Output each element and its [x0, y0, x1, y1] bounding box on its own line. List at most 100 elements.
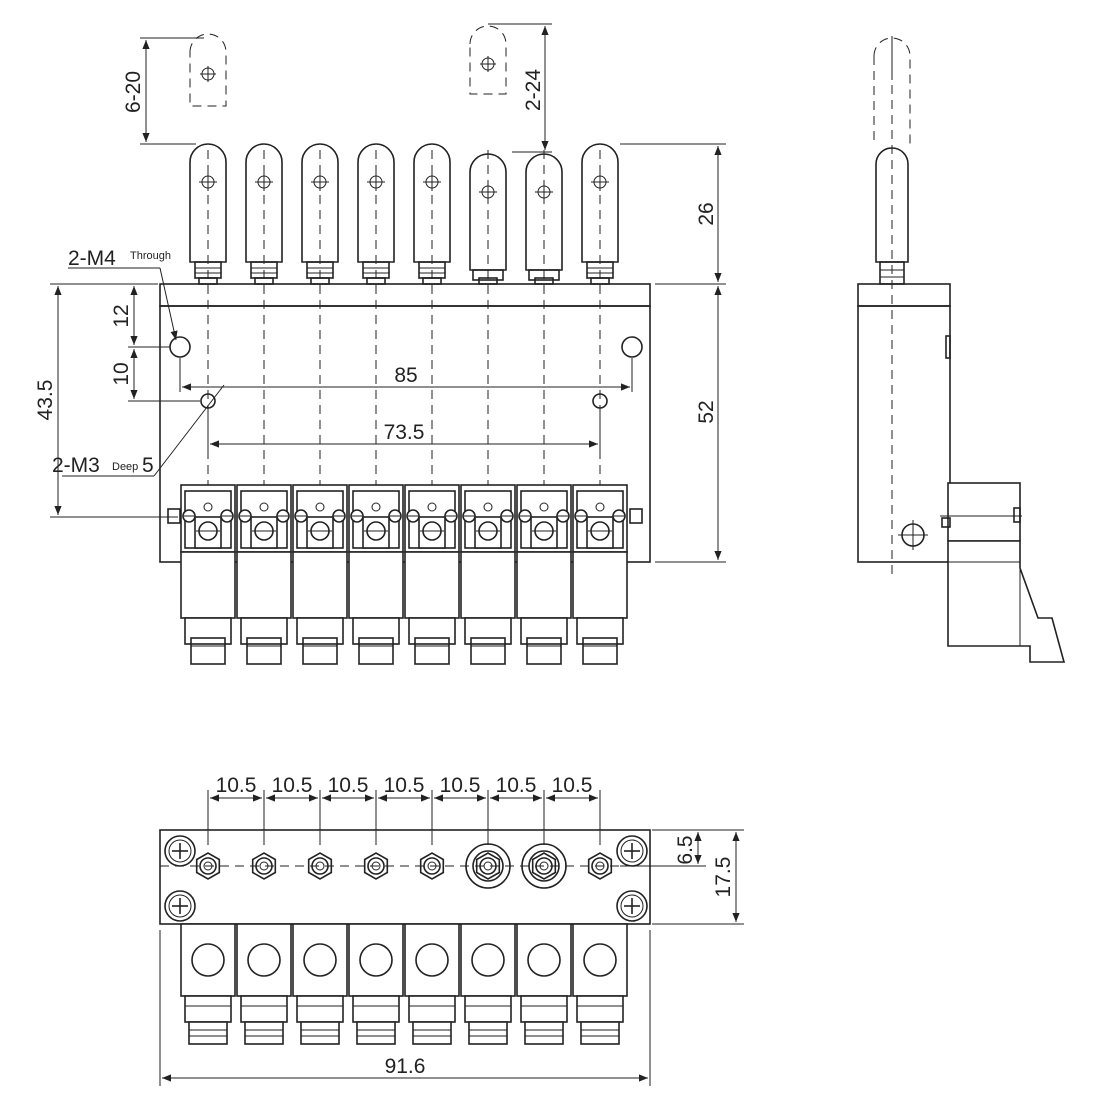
plan-valve-body	[236, 923, 292, 997]
side-stub-right	[629, 508, 643, 524]
side-tab	[945, 335, 951, 359]
valve-connector	[520, 617, 568, 645]
plan-valve-body	[180, 923, 236, 997]
label-52: 52	[695, 400, 718, 423]
valve-module-2	[236, 484, 292, 665]
plan-valve-6	[460, 923, 516, 1045]
label-73-5: 73.5	[384, 421, 425, 444]
dimension-85: 85	[179, 358, 633, 392]
label-pitch-3: 10.5	[328, 774, 369, 797]
label-m3: 2-M3	[52, 454, 100, 477]
valve-connector	[408, 617, 456, 645]
plan-valve-7	[516, 923, 572, 1045]
label-12: 12	[110, 304, 133, 327]
valve-body	[572, 551, 628, 619]
centerlines	[207, 150, 601, 560]
label-pitch-6: 10.5	[496, 774, 537, 797]
label-2-24: 2-24	[522, 69, 545, 111]
label-m4-through: Through	[130, 250, 171, 262]
dimension-43-5: 43.5	[34, 283, 178, 518]
valve-body	[180, 551, 236, 619]
valve-connector	[240, 617, 288, 645]
valve-module-8	[572, 484, 628, 665]
side-body	[857, 305, 951, 563]
label-pitch-5: 10.5	[440, 774, 481, 797]
plan-valve-body	[292, 923, 348, 997]
dimension-6-20: 6-20	[122, 37, 204, 145]
callout-m4: 2-M4 Through	[68, 247, 178, 341]
valve-module-3	[292, 484, 348, 665]
dimension-26: 26	[620, 143, 726, 285]
plan-valve-5	[404, 923, 460, 1045]
plan-valve-body	[404, 923, 460, 997]
valve-body	[348, 551, 404, 619]
lever-row	[189, 143, 619, 285]
dimension-52: 52	[655, 286, 726, 563]
plan-ports	[195, 800, 613, 889]
valve-connector	[464, 617, 512, 645]
plan-valve-2	[236, 923, 292, 1045]
valve-module-7	[516, 484, 572, 665]
corner-screw-4	[616, 890, 648, 922]
label-pitch-2: 10.5	[272, 774, 313, 797]
m3-hole-right	[592, 393, 608, 409]
side-fitting	[947, 482, 1021, 542]
corner-screw-1	[164, 835, 196, 867]
valve-body	[236, 551, 292, 619]
side-view	[857, 36, 1066, 663]
plan-valve-body	[460, 923, 516, 997]
m4-hole-left	[169, 336, 191, 358]
plan-valve-8	[572, 923, 628, 1045]
valve-module-1	[180, 484, 236, 665]
label-pitch-1: 10.5	[216, 774, 257, 797]
plan-valve-body	[516, 923, 572, 997]
dimension-73-5: 73.5	[207, 410, 601, 450]
corner-screw-3	[164, 890, 196, 922]
label-pitch-7: 10.5	[552, 774, 593, 797]
m3-hole-left	[200, 393, 216, 409]
dimension-12-10: 12 10	[110, 286, 200, 402]
plan-corner-screws	[164, 835, 648, 922]
label-m3-depth: 5	[142, 454, 154, 477]
dimension-2-24: 2-24	[488, 23, 552, 153]
label-6-20: 6-20	[122, 71, 145, 113]
plan-plate	[159, 829, 651, 925]
valve-body	[516, 551, 572, 619]
m4-hole-right	[621, 336, 643, 358]
side-valve	[947, 540, 1066, 663]
plan-valve-body	[572, 923, 628, 997]
label-26: 26	[695, 202, 718, 225]
valve-module-6	[460, 484, 516, 665]
valve-row	[180, 484, 628, 665]
side-top-plate	[857, 283, 951, 307]
valve-connector	[352, 617, 400, 645]
callout-m3: 2-M3 Deep 5	[52, 384, 225, 477]
dimension-6-5-17-5: 6.5 17.5	[620, 829, 744, 925]
valve-body	[404, 551, 460, 619]
label-10: 10	[110, 362, 133, 385]
plan-valve-body	[348, 923, 404, 997]
valve-body	[460, 551, 516, 619]
pitch-dimensions: 10.5 10.5 10.5 10.5 10.5 10.5 10.5	[207, 774, 601, 845]
valve-connector	[296, 617, 344, 645]
label-91-6: 91.6	[385, 1055, 426, 1078]
label-85: 85	[394, 364, 417, 387]
side-stub-left	[167, 508, 181, 524]
valve-module-4	[348, 484, 404, 665]
plan-valve-3	[292, 923, 348, 1045]
corner-screw-2	[616, 835, 648, 867]
label-17-5: 17.5	[712, 857, 735, 898]
label-m3-deep: Deep	[112, 461, 138, 473]
ghost-lever-left	[189, 33, 227, 107]
valve-connector	[184, 617, 232, 645]
label-pitch-4: 10.5	[384, 774, 425, 797]
plan-valves	[180, 923, 628, 1045]
label-43-5: 43.5	[34, 380, 57, 421]
ghost-lever-right	[469, 25, 507, 95]
front-view: 6-20 2-24 26 52 43.5	[34, 23, 726, 665]
top-plate	[159, 283, 651, 307]
plan-valve-1	[180, 923, 236, 1045]
label-6-5: 6.5	[674, 835, 697, 864]
valve-body	[292, 551, 348, 619]
